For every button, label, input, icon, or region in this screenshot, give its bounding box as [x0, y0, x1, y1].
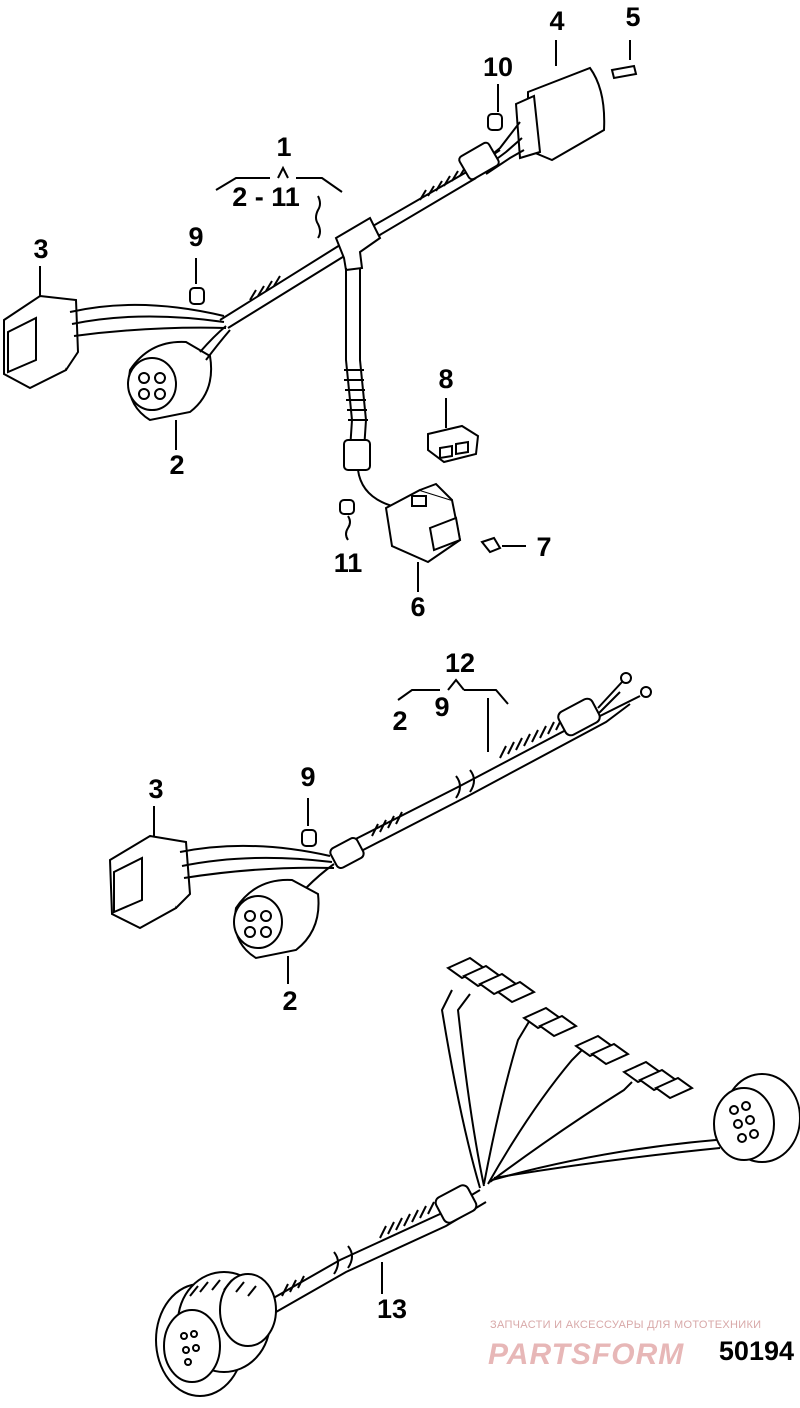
corrugated-sleeve-branch [344, 369, 368, 421]
callout-5: 5 [625, 2, 640, 32]
callout-9-top: 9 [188, 222, 203, 252]
boot-12 [557, 697, 601, 737]
callout-10: 10 [483, 52, 513, 82]
corrugated-sleeve-upper [249, 165, 467, 301]
harness-assembly-12 [108, 672, 652, 960]
terminal-12b [640, 686, 652, 698]
clip-5 [610, 64, 638, 80]
terminal-12a [620, 672, 632, 684]
connector-3-mid [108, 834, 335, 930]
callout-9-mid: 9 [300, 762, 315, 792]
callouts: 1 2 - 11 3 9 2 4 5 10 8 7 11 6 12 2 9 3 … [33, 2, 640, 1324]
callout-11: 11 [334, 548, 363, 578]
connector-3-top [3, 294, 227, 390]
callout-2-mid: 2 [282, 986, 297, 1016]
sleeve-9-top [189, 287, 205, 305]
callout-2-top: 2 [169, 450, 184, 480]
branch-boot [343, 439, 371, 471]
wire-tags [446, 956, 694, 1100]
callout-6: 6 [410, 592, 425, 622]
leaders-1 [39, 40, 631, 592]
callout-12-to: 9 [434, 692, 449, 722]
callout-3-mid: 3 [148, 774, 163, 804]
callout-7: 7 [536, 532, 551, 562]
harness-assembly-13 [155, 956, 800, 1397]
sleeve-10 [487, 113, 503, 131]
callout-13: 13 [377, 1294, 407, 1324]
corrugated-sleeve-bottom [281, 1201, 435, 1297]
connector-2-top [127, 325, 231, 422]
sleeve-11 [339, 499, 355, 515]
watermark-tagline: ЗАПЧАСТИ И АКСЕССУАРЫ ДЛЯ МОТОТЕХНИКИ [490, 1319, 761, 1331]
callout-12: 12 [445, 648, 475, 678]
connector-4 [458, 66, 606, 181]
round-connector-13-right [713, 1073, 800, 1163]
callout-8: 8 [438, 364, 453, 394]
fuse-8 [427, 424, 480, 464]
callout-1: 1 [276, 132, 291, 162]
watermark: ЗАПЧАСТИ И АКСЕССУАРЫ ДЛЯ МОТОТЕХНИКИ PA… [488, 1319, 761, 1371]
sleeve-9-mid [301, 829, 317, 847]
clip-7 [480, 536, 502, 554]
harness-assembly-1 [3, 64, 638, 564]
watermark-logo: PARTSFORM [488, 1338, 684, 1371]
leaders-12 [153, 678, 509, 984]
callout-3-top: 3 [33, 234, 48, 264]
callout-12-from: 2 [392, 706, 407, 736]
figure-number: 50194 [719, 1336, 794, 1366]
callout-1-range: 2 - 11 [232, 182, 300, 212]
harness-t-junction [334, 216, 382, 272]
connector-6 [384, 482, 462, 564]
connector-2-mid [233, 863, 335, 960]
round-connector-13-left [155, 1271, 277, 1397]
callout-4: 4 [549, 6, 564, 36]
corrugated-sleeve-mid [371, 717, 563, 837]
